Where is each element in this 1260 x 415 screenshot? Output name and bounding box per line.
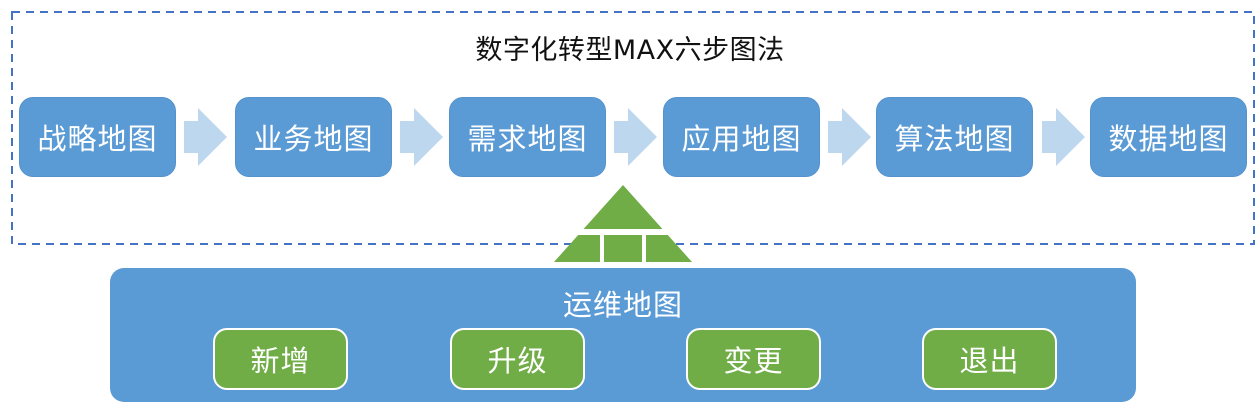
connector-arrow-4 — [828, 108, 871, 166]
diagram-title: 数字化转型MAX六步图法 — [475, 35, 785, 66]
connector-arrow-5 — [1042, 108, 1085, 166]
up-arrow-gap-right — [642, 235, 646, 262]
up-arrow-head — [554, 185, 692, 262]
step-data-map: 数据地图 — [1090, 97, 1247, 177]
step-strategy-map: 战略地图 — [19, 97, 176, 177]
connector-arrow-3 — [614, 108, 657, 166]
up-arrow-gap-left — [600, 235, 604, 262]
action-change: 变更 — [686, 328, 821, 390]
operations-map-title: 运维地图 — [562, 288, 683, 322]
connector-arrow-1 — [184, 108, 227, 166]
step-business-map: 业务地图 — [235, 97, 392, 177]
action-upgrade: 升级 — [450, 328, 585, 390]
operations-map-panel: 运维地图 新增 升级 变更 退出 — [110, 268, 1136, 402]
step-requirement-map: 需求地图 — [449, 97, 606, 177]
step-algorithm-map: 算法地图 — [876, 97, 1033, 177]
connector-arrow-2 — [400, 108, 443, 166]
action-add: 新增 — [213, 328, 348, 390]
action-exit: 退出 — [922, 328, 1057, 390]
up-arrow-head-gap — [570, 229, 676, 235]
step-application-map: 应用地图 — [663, 97, 820, 177]
dashed-frame — [11, 11, 1255, 245]
